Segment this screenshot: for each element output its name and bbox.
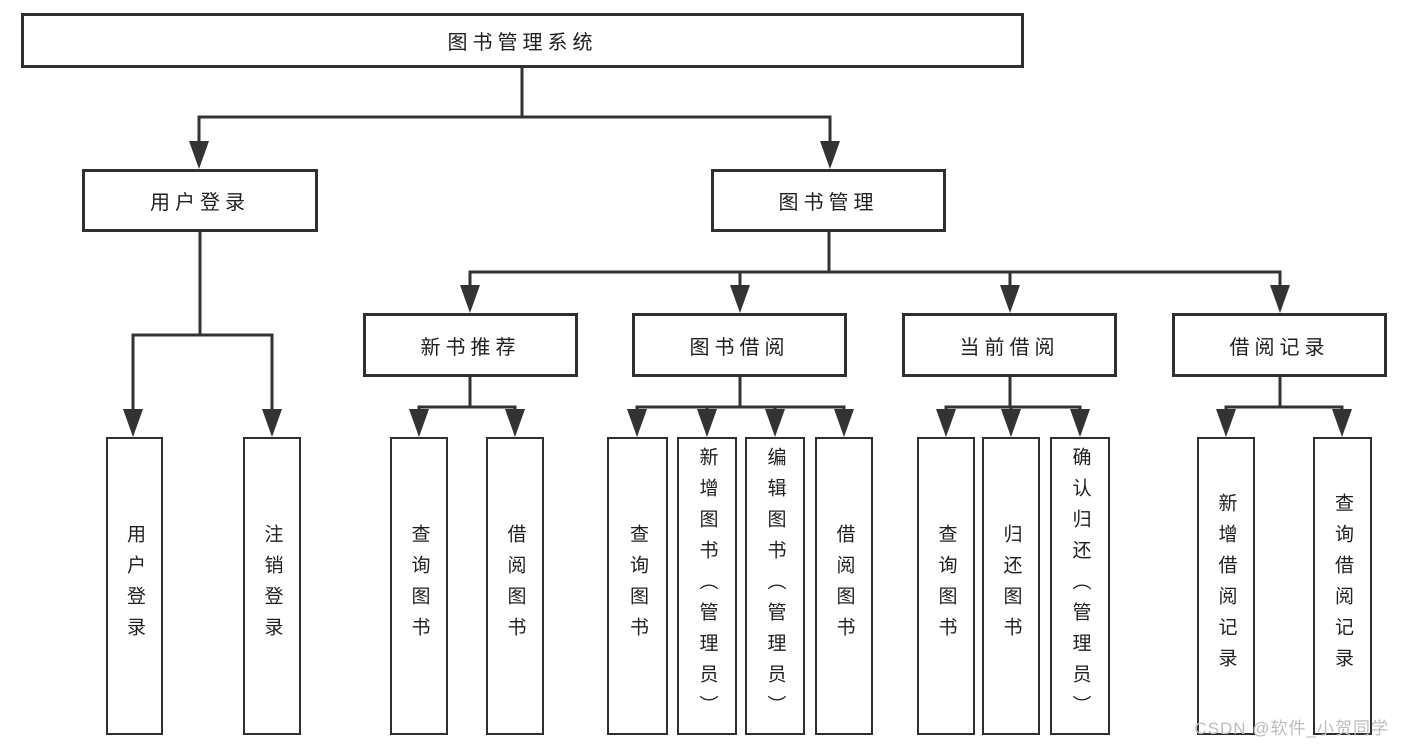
connector-strokes xyxy=(131,68,1344,411)
node-book-management-label: 图书管理 xyxy=(778,192,879,214)
leaf-recommend-query-books-label: 查询图书 xyxy=(408,524,430,648)
node-borrow-records-label: 借阅记录 xyxy=(1229,336,1330,359)
leaf-recommend-borrow-books: 借阅图书 xyxy=(486,437,544,735)
leaf-add-books-admin: 新增图书（管理员） xyxy=(677,437,737,735)
leaf-logout-label: 注销登录 xyxy=(261,524,283,648)
leaf-add-books-admin-label: 新增图书（管理员） xyxy=(696,446,718,726)
node-new-book-recommend: 新书推荐 xyxy=(363,313,578,377)
leaf-return-books: 归还图书 xyxy=(982,437,1040,735)
node-book-borrow-label: 图书借阅 xyxy=(689,336,790,359)
leaf-return-books-label: 归还图书 xyxy=(1000,524,1022,648)
leaf-query-borrow-record-label: 查询借阅记录 xyxy=(1332,493,1353,679)
leaf-query-borrow-record: 查询借阅记录 xyxy=(1313,437,1372,735)
node-root-system: 图书管理系统 xyxy=(21,13,1024,68)
node-book-management: 图书管理 xyxy=(711,169,946,232)
node-borrow-records: 借阅记录 xyxy=(1172,313,1387,377)
leaf-current-query-books: 查询图书 xyxy=(917,437,975,735)
leaf-confirm-return-admin: 确认归还（管理员） xyxy=(1050,437,1110,735)
leaf-logout: 注销登录 xyxy=(243,437,301,735)
leaf-recommend-query-books: 查询图书 xyxy=(390,437,448,735)
leaf-edit-books-admin: 编辑图书（管理员） xyxy=(745,437,805,735)
leaf-add-borrow-record-label: 新增借阅记录 xyxy=(1215,493,1237,679)
leaf-edit-books-admin-label: 编辑图书（管理员） xyxy=(764,446,786,726)
node-new-book-recommend-label: 新书推荐 xyxy=(420,336,521,359)
node-user-login: 用户登录 xyxy=(82,169,318,232)
leaf-borrow-query-books-label: 查询图书 xyxy=(627,524,648,648)
node-root-label: 图书管理系统 xyxy=(447,32,598,54)
leaf-current-query-books-label: 查询图书 xyxy=(935,524,957,648)
node-book-borrow: 图书借阅 xyxy=(632,313,847,377)
node-user-login-label: 用户登录 xyxy=(150,192,250,214)
arrowhead-icons xyxy=(123,141,1352,437)
leaf-add-borrow-record: 新增借阅记录 xyxy=(1197,437,1255,735)
leaf-borrow-books-label: 借阅图书 xyxy=(833,524,855,648)
node-current-borrow-label: 当前借阅 xyxy=(959,336,1060,359)
leaf-confirm-return-admin-label: 确认归还（管理员） xyxy=(1069,446,1091,726)
leaf-borrow-query-books: 查询图书 xyxy=(607,437,668,735)
leaf-user-login-label: 用户登录 xyxy=(124,524,145,648)
csdn-watermark: CSDN @软件_小贺同学 xyxy=(1194,719,1389,738)
leaf-borrow-books: 借阅图书 xyxy=(815,437,873,735)
leaf-recommend-borrow-books-label: 借阅图书 xyxy=(504,524,526,648)
leaf-user-login: 用户登录 xyxy=(106,437,163,735)
node-current-borrow: 当前借阅 xyxy=(902,313,1117,377)
